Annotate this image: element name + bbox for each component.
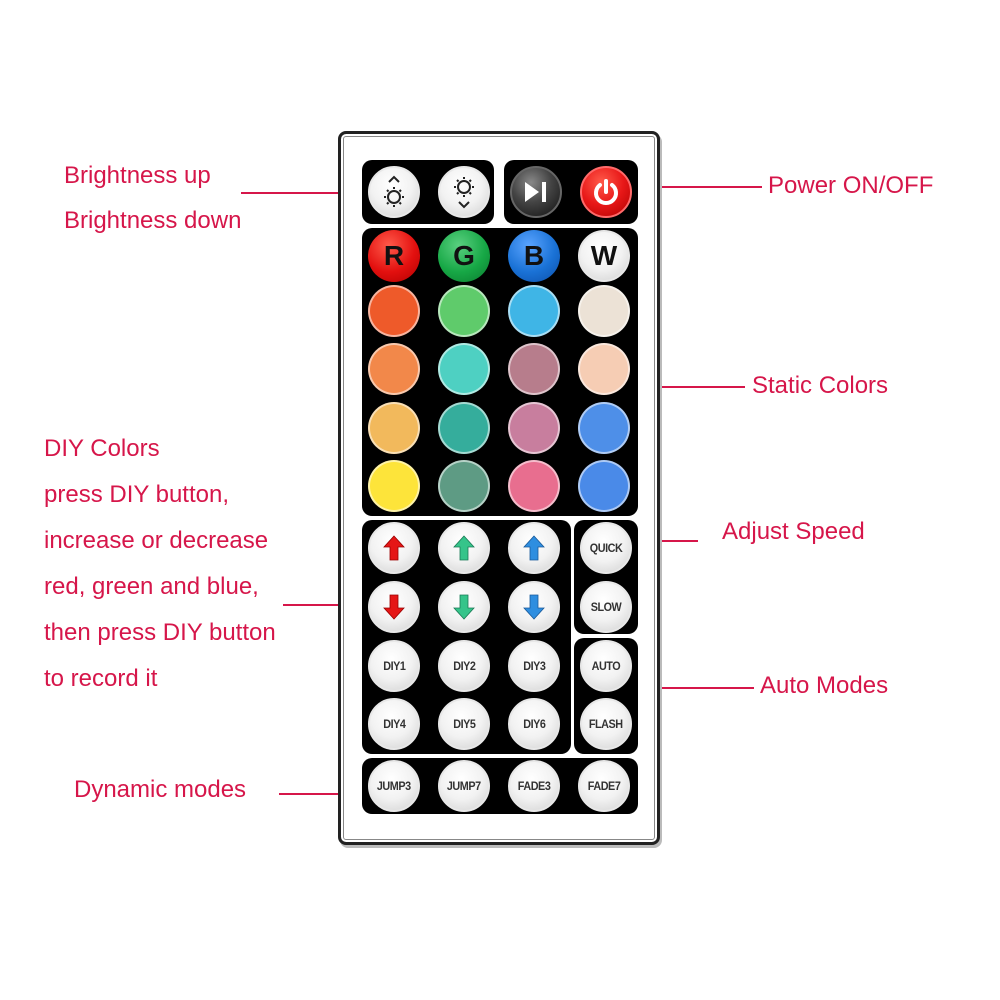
color-swatch-r1c2[interactable]: [438, 285, 490, 337]
color-swatch-r3c1[interactable]: [368, 402, 420, 454]
red-down-button[interactable]: [368, 581, 420, 633]
leader-line-auto: [632, 687, 754, 689]
color-swatch-r2c4[interactable]: [578, 343, 630, 395]
color-swatch-r2c2[interactable]: [438, 343, 490, 395]
auto-label: AUTO: [591, 659, 621, 673]
arrow-up-icon: [453, 535, 475, 561]
play-pause-icon: [525, 182, 546, 202]
flash-label: FLASH: [589, 717, 623, 731]
label-brightness-up: Brightness up: [64, 162, 211, 189]
diy5-label: DIY5: [452, 717, 476, 731]
color-swatch-r1c4[interactable]: [578, 285, 630, 337]
label-brightness-down: Brightness down: [64, 207, 242, 234]
jump7-button[interactable]: JUMP7: [438, 760, 490, 812]
color-swatch-r1c1[interactable]: [368, 285, 420, 337]
color-swatch-r4c1[interactable]: [368, 460, 420, 512]
green-down-button[interactable]: [438, 581, 490, 633]
red-button-label: R: [383, 240, 405, 271]
label-static-colors: Static Colors: [752, 372, 889, 399]
arrow-down-icon: [523, 594, 545, 620]
sun-down-icon: [454, 177, 474, 209]
fade3-label: FADE3: [517, 779, 551, 793]
diy-line-2: increase or decrease: [44, 527, 269, 554]
diy5-button[interactable]: DIY5: [438, 698, 490, 750]
color-swatch-r1c3[interactable]: [508, 285, 560, 337]
arrow-up-icon: [523, 535, 545, 561]
fade7-label: FADE7: [587, 779, 621, 793]
leader-line-speed: [634, 540, 698, 542]
power-icon: [594, 179, 618, 205]
label-auto-modes: Auto Modes: [760, 672, 889, 699]
quick-button[interactable]: QUICK: [580, 522, 632, 574]
diy-line-title: DIY Colors: [44, 435, 160, 462]
color-swatch-r4c2[interactable]: [438, 460, 490, 512]
fade7-button[interactable]: FADE7: [578, 760, 630, 812]
blue-button-label: B: [523, 240, 545, 271]
color-swatch-r4c4[interactable]: [578, 460, 630, 512]
color-swatch-r3c2[interactable]: [438, 402, 490, 454]
diy-colors-instructions: DIY Colors press DIY button, increase or…: [44, 436, 276, 712]
ir-remote-control: R G B W DIY1 DIY2 DIY3 DIY4 DIY5: [338, 131, 660, 845]
sun-up-icon: [384, 175, 404, 207]
diy-line-3: red, green and blue,: [44, 573, 259, 600]
color-swatch-r3c4[interactable]: [578, 402, 630, 454]
slow-button[interactable]: SLOW: [580, 581, 632, 633]
white-button-label: W: [590, 240, 618, 271]
diy3-label: DIY3: [522, 659, 546, 673]
arrow-down-icon: [383, 594, 405, 620]
jump7-label: JUMP7: [447, 779, 481, 793]
diy3-button[interactable]: DIY3: [508, 640, 560, 692]
diy1-button[interactable]: DIY1: [368, 640, 420, 692]
color-swatch-r2c1[interactable]: [368, 343, 420, 395]
color-swatch-r3c3[interactable]: [508, 402, 560, 454]
blue-up-button[interactable]: [508, 522, 560, 574]
arrow-up-icon: [383, 535, 405, 561]
green-button-label: G: [453, 240, 475, 271]
diy2-label: DIY2: [452, 659, 476, 673]
leader-line-power: [632, 186, 762, 188]
diy2-button[interactable]: DIY2: [438, 640, 490, 692]
label-adjust-speed: Adjust Speed: [722, 518, 865, 545]
diy1-label: DIY1: [382, 659, 406, 673]
color-swatch-r4c3[interactable]: [508, 460, 560, 512]
diy6-label: DIY6: [522, 717, 546, 731]
jump3-button[interactable]: JUMP3: [368, 760, 420, 812]
diy6-button[interactable]: DIY6: [508, 698, 560, 750]
green-button[interactable]: G: [438, 230, 490, 282]
slow-label: SLOW: [590, 600, 622, 614]
blue-button[interactable]: B: [508, 230, 560, 282]
play-pause-button[interactable]: [510, 166, 562, 218]
diy-line-4: then press DIY button: [44, 619, 276, 646]
brightness-down-button[interactable]: [438, 166, 490, 218]
brightness-up-button[interactable]: [368, 166, 420, 218]
diy4-button[interactable]: DIY4: [368, 698, 420, 750]
arrow-down-icon: [453, 594, 475, 620]
diy-line-1: press DIY button,: [44, 481, 229, 508]
diy4-label: DIY4: [382, 717, 406, 731]
leader-line-static: [633, 386, 745, 388]
color-swatch-r2c3[interactable]: [508, 343, 560, 395]
label-power: Power ON/OFF: [768, 172, 934, 199]
flash-button[interactable]: FLASH: [580, 698, 632, 750]
white-button[interactable]: W: [578, 230, 630, 282]
quick-label: QUICK: [589, 541, 623, 555]
power-button[interactable]: [580, 166, 632, 218]
leader-line-brightness: [241, 192, 366, 194]
auto-button[interactable]: AUTO: [580, 640, 632, 692]
red-up-button[interactable]: [368, 522, 420, 574]
diy-line-5: to record it: [44, 665, 158, 692]
green-up-button[interactable]: [438, 522, 490, 574]
jump3-label: JUMP3: [377, 779, 411, 793]
blue-down-button[interactable]: [508, 581, 560, 633]
leader-line-diy: [283, 604, 363, 606]
label-dynamic-modes: Dynamic modes: [74, 776, 247, 803]
leader-line-dynamic: [279, 793, 363, 795]
red-button[interactable]: R: [368, 230, 420, 282]
fade3-button[interactable]: FADE3: [508, 760, 560, 812]
